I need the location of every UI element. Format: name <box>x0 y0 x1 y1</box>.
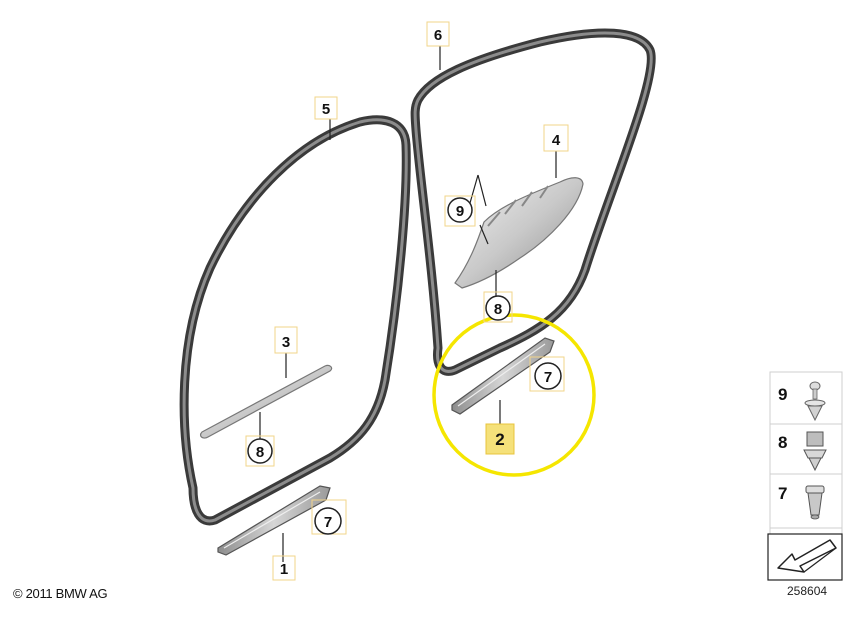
legend-item-7: 7 <box>778 484 825 520</box>
callout-8-rear-label: 8 <box>494 301 502 318</box>
legend-item-8-label: 8 <box>778 433 787 452</box>
rear-door-seal <box>410 28 656 376</box>
callout-5: 5 <box>314 96 338 120</box>
callout-7-rear-label: 7 <box>544 369 552 386</box>
fastener-legend: 9 8 7 <box>767 371 843 581</box>
callout-9: 9 <box>444 195 476 227</box>
callout-6: 6 <box>426 21 450 47</box>
copyright-text: © 2011 BMW AG <box>13 586 108 601</box>
legend-item-7-label: 7 <box>778 484 787 503</box>
callout-3: 3 <box>274 326 298 354</box>
highlight-circle <box>432 313 596 477</box>
push-rivet-icon <box>804 381 826 422</box>
callout-4: 4 <box>543 124 569 152</box>
direction-arrow-icon <box>767 533 843 581</box>
callout-8-rear: 8 <box>483 291 513 323</box>
callout-2: 2 <box>485 423 515 455</box>
callout-9-label: 9 <box>456 203 464 220</box>
expanding-nut-icon <box>803 431 827 472</box>
callout-7-rear: 7 <box>529 356 565 392</box>
callout-5-label: 5 <box>322 101 330 118</box>
leader-lines <box>259 46 557 562</box>
b-pillar-trim <box>454 177 584 289</box>
callout-4-label: 4 <box>552 132 561 149</box>
callout-1: 1 <box>272 555 296 581</box>
callout-6-label: 6 <box>434 27 442 44</box>
callout-2-label: 2 <box>495 430 504 449</box>
callout-1-label: 1 <box>280 561 288 578</box>
legend-item-9-label: 9 <box>778 385 787 404</box>
callout-8-front: 8 <box>245 435 275 467</box>
front-sill-plate <box>217 485 331 556</box>
callout-7-front: 7 <box>311 499 347 535</box>
callout-8-front-label: 8 <box>256 444 264 461</box>
callout-3-label: 3 <box>282 334 290 351</box>
drawing-number: 258604 <box>787 584 828 598</box>
clip-icon <box>805 485 825 520</box>
front-door-seal <box>179 115 411 526</box>
trim-strip <box>199 364 333 439</box>
rear-sill-plate <box>451 337 555 415</box>
legend-item-8: 8 <box>778 431 827 472</box>
legend-item-9: 9 <box>778 381 826 422</box>
callout-7-front-label: 7 <box>324 514 332 531</box>
